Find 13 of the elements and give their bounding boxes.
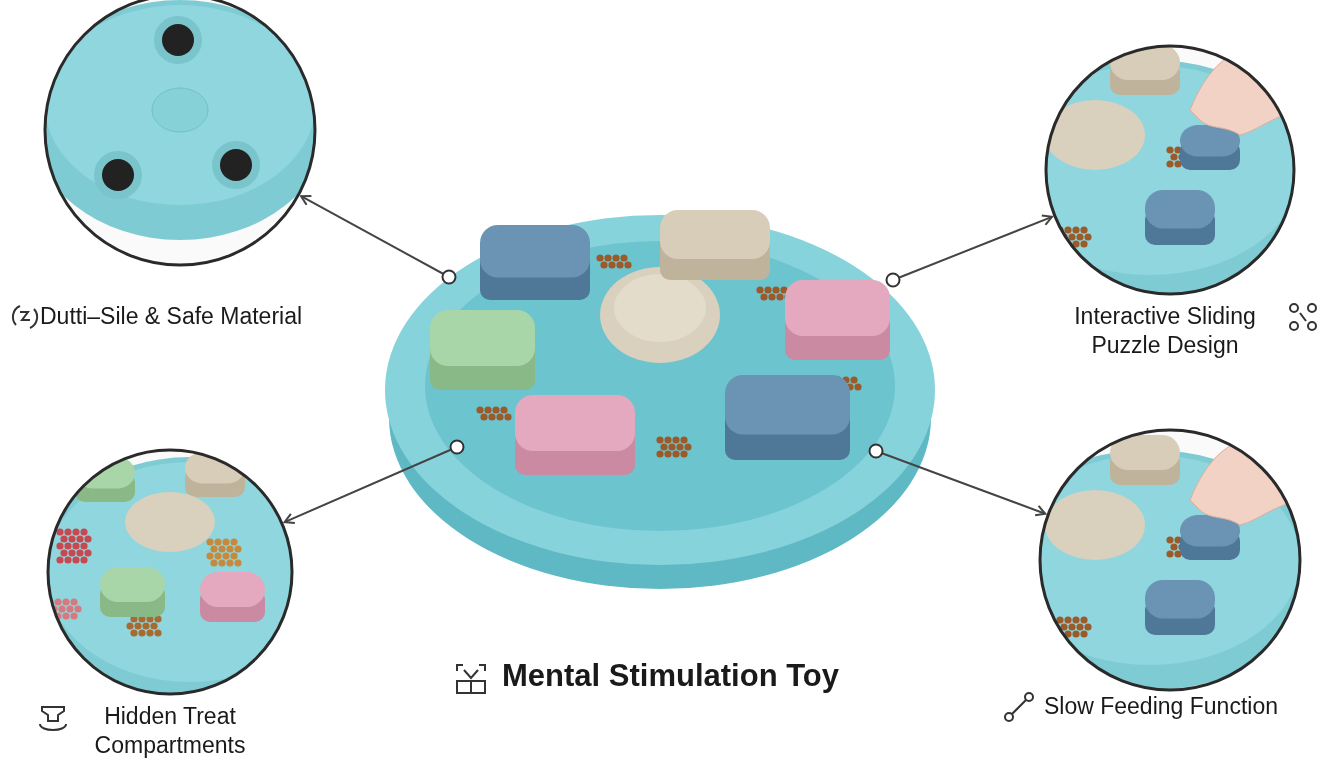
detail-photo (42, 0, 318, 268)
arrow (885, 214, 1053, 288)
title: Mental Stimulation Toy (502, 658, 839, 694)
detail-photo (1043, 43, 1297, 297)
feature-caption: Dutti–Sile & Safe Material (40, 302, 304, 331)
detail-photo (1037, 427, 1303, 693)
arrow (283, 439, 465, 525)
feature-caption: Hidden Treat Compartments (93, 702, 247, 760)
feature-caption: Slow Feeding Function (1044, 692, 1279, 721)
detail-photo (45, 447, 295, 697)
feature-caption: Interactive Sliding Puzzle Design (1073, 302, 1257, 360)
arrow (868, 443, 1047, 517)
arrow (300, 195, 457, 285)
